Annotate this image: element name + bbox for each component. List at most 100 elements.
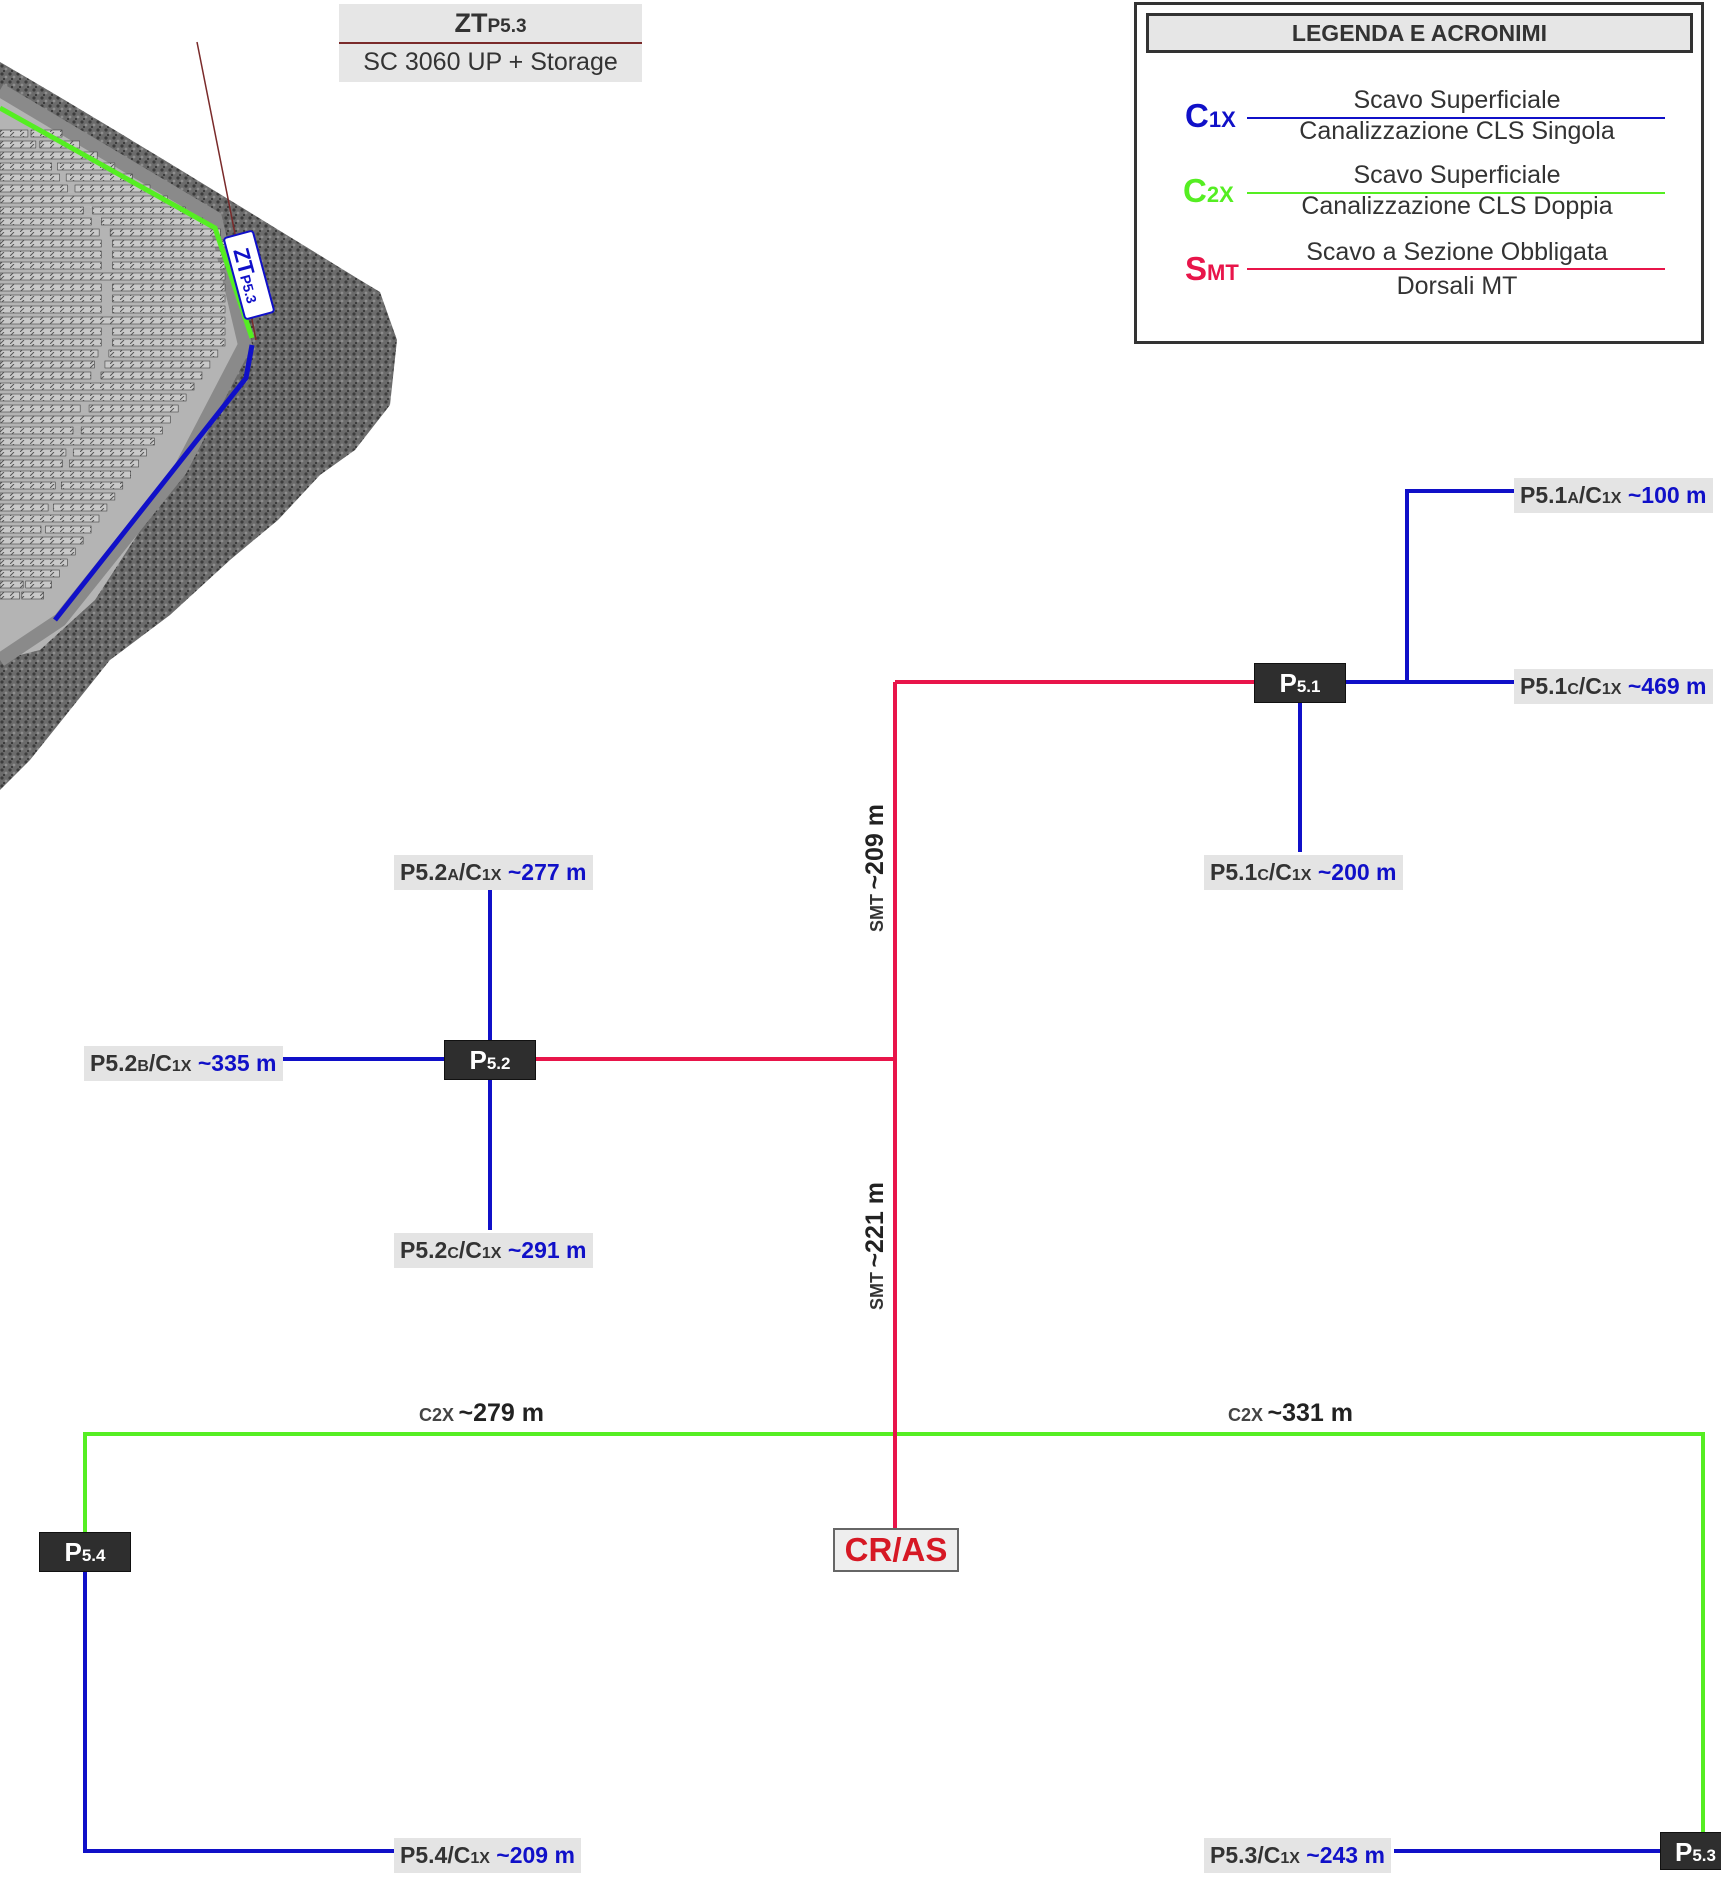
pv-panel-row — [0, 493, 115, 500]
node-p52[interactable]: P5.2 — [444, 1040, 536, 1080]
legend-title: LEGENDA E ACRONIMI — [1146, 13, 1693, 53]
pv-panel-row — [0, 592, 20, 599]
pv-panel-row — [0, 438, 154, 445]
run-label-c2x-right: C2X ~331 m — [1228, 1399, 1353, 1428]
legend-top-smt: Scavo a Sezione Obbligata — [1247, 238, 1667, 267]
pv-panel-row — [0, 394, 186, 401]
pv-panel-row — [0, 229, 99, 236]
pv-panel-row — [0, 240, 101, 247]
legend-bottom-c2x: Canalizzazione CLS Doppia — [1247, 192, 1667, 221]
pv-panel-row — [89, 405, 178, 412]
legend-bottom-c1x: Canalizzazione CLS Singola — [1247, 117, 1667, 146]
legend-top-c2x: Scavo Superficiale — [1247, 161, 1667, 190]
pv-panel-row — [113, 251, 226, 258]
node-cras[interactable]: CR/AS — [833, 1528, 959, 1572]
pv-panel-row — [113, 328, 226, 335]
label-p52c: P5.2C/C1X ~291 m — [394, 1233, 593, 1268]
label-p51c-down: P5.1C/C1X ~200 m — [1204, 855, 1403, 890]
label-p54: P5.4/C1X ~209 m — [394, 1838, 581, 1873]
pv-panel-row — [0, 328, 101, 335]
label-p52a: P5.2A/C1X ~277 m — [394, 855, 593, 890]
pv-panel-row — [0, 130, 28, 137]
pv-panel-row — [0, 185, 68, 192]
legend-top-c1x: Scavo Superficiale — [1247, 86, 1667, 115]
pv-panel-row — [113, 295, 226, 302]
node-p51[interactable]: P5.1 — [1254, 663, 1346, 703]
pv-panel-row — [0, 295, 101, 302]
pv-panel-row — [0, 306, 101, 313]
pv-panel-row — [73, 449, 146, 456]
pv-panel-row — [69, 460, 138, 467]
pv-panel-row — [113, 262, 226, 269]
pv-panel-row — [22, 592, 44, 599]
c1x-lines — [85, 491, 1660, 1851]
pv-panel-row — [0, 383, 194, 390]
aerial-map: ZTP5.3 — [0, 42, 397, 790]
pv-panel-row — [105, 361, 210, 368]
pv-panel-row — [0, 350, 98, 357]
pv-panel-row — [0, 163, 52, 170]
run-label-smt-upper: SMT ~209 m — [860, 802, 890, 932]
legend-bottom-smt: Dorsali MT — [1247, 272, 1667, 301]
pv-panel-row — [101, 372, 202, 379]
pv-panel-row — [0, 526, 41, 533]
legend-code-c1x: C1X — [1185, 97, 1236, 135]
pv-panel-row — [0, 581, 23, 588]
pv-panel-row — [0, 449, 66, 456]
pv-panel-row — [0, 537, 83, 544]
smt-lines — [535, 682, 1254, 1528]
pv-panel-row — [0, 460, 62, 467]
pv-panel-row — [0, 339, 101, 346]
pv-panel-row — [110, 229, 220, 236]
pv-panel-row — [0, 559, 67, 566]
pv-panel-row — [93, 207, 186, 214]
pv-panel-row — [0, 515, 99, 522]
pv-panel-row — [26, 581, 52, 588]
run-label-c2x-left: C2X ~279 m — [419, 1399, 544, 1428]
legend-line-smt — [1247, 268, 1665, 270]
pv-panel-row — [81, 427, 162, 434]
pv-panel-row — [0, 174, 60, 181]
node-p54[interactable]: P5.4 — [39, 1532, 131, 1572]
label-p51a: P5.1A/C1X ~100 m — [1514, 478, 1713, 513]
pv-panel-row — [113, 284, 226, 291]
zone-divider — [339, 42, 642, 44]
label-p52b: P5.2B/C1X ~335 m — [84, 1046, 283, 1081]
run-label-smt-lower: SMT ~221 m — [860, 1180, 890, 1310]
pv-panel-row — [0, 427, 73, 434]
label-p51c-right: P5.1C/C1X ~469 m — [1514, 669, 1713, 704]
pv-panel-row — [109, 350, 218, 357]
pv-panel-row — [0, 416, 170, 423]
pv-panel-row — [0, 482, 55, 489]
pv-panel-row — [0, 471, 131, 478]
pv-panel-row — [61, 482, 122, 489]
pv-panel-row — [0, 141, 36, 148]
pv-panel-row — [0, 207, 83, 214]
pv-panel-row — [113, 339, 226, 346]
pv-panel-row — [0, 196, 168, 203]
pv-panel-row — [46, 526, 92, 533]
pv-panel-row — [0, 361, 94, 368]
pv-panel-row — [0, 405, 80, 412]
pv-panel-row — [0, 504, 48, 511]
c1x-line — [1407, 491, 1514, 682]
pv-panel-row — [0, 570, 59, 577]
pv-panel-row — [113, 240, 226, 247]
node-p53[interactable]: P5.3 — [1660, 1832, 1721, 1870]
pv-panel-row — [0, 372, 91, 379]
legend-code-smt: SMT — [1185, 250, 1239, 288]
pv-panel-row — [0, 317, 225, 324]
label-p53: P5.3/C1X ~243 m — [1204, 1838, 1391, 1873]
pv-panel-row — [101, 218, 202, 225]
pv-panel-row — [0, 548, 75, 555]
pv-panel-row — [0, 273, 225, 280]
zone-subtitle: SC 3060 UP + Storage — [339, 48, 642, 77]
pv-panel-row — [0, 218, 91, 225]
c1x-line — [85, 1570, 395, 1851]
pv-panel-row — [53, 504, 106, 511]
zone-title: ZTP5.3 — [339, 8, 642, 39]
pv-panel-row — [0, 284, 101, 291]
pv-panel-row — [0, 262, 101, 269]
legend-code-c2x: C2X — [1183, 172, 1234, 210]
pv-panel-row — [113, 306, 226, 313]
